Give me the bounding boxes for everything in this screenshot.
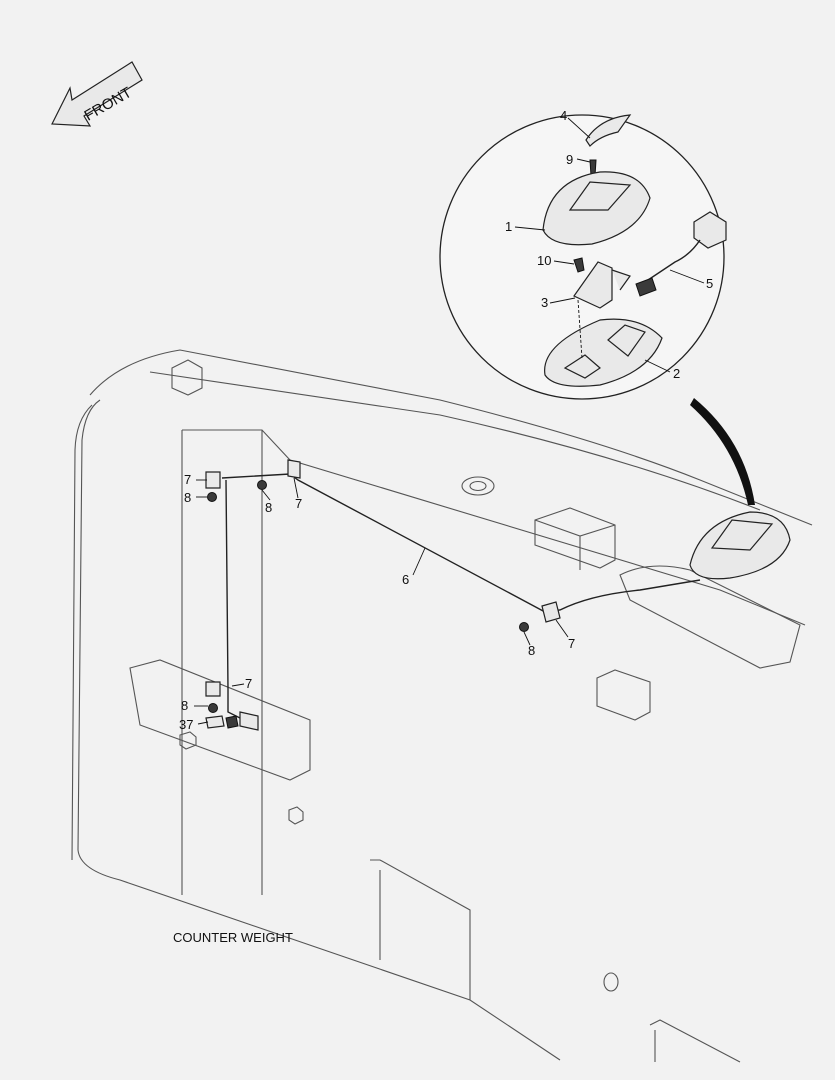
callout-2: 2 bbox=[673, 366, 680, 381]
callout-9: 9 bbox=[566, 152, 573, 167]
part-2-mount-pad bbox=[563, 354, 601, 379]
clamp-7-lower-left bbox=[205, 681, 221, 697]
clamp-7-upper-right bbox=[287, 459, 301, 479]
counter-weight-body bbox=[71, 349, 813, 1063]
callout-7-c: 7 bbox=[568, 636, 575, 651]
part-5-cable bbox=[647, 239, 701, 281]
callout-6: 6 bbox=[402, 572, 409, 587]
counter-weight-caption: COUNTER WEIGHT bbox=[173, 930, 293, 945]
detail-pointer-arrow bbox=[690, 398, 755, 505]
part-5-camera bbox=[693, 211, 727, 249]
harness-6-main-run bbox=[221, 473, 701, 613]
harness-6-connector bbox=[239, 711, 259, 731]
callout-3: 3 bbox=[541, 295, 548, 310]
callout-10: 10 bbox=[537, 253, 551, 268]
front-direction-arrow: FRONT bbox=[51, 61, 143, 127]
part-37-tag bbox=[225, 715, 239, 729]
installed-camera bbox=[689, 511, 791, 580]
callout-5: 5 bbox=[706, 276, 713, 291]
part-5-connector bbox=[635, 277, 657, 297]
nut-8-b bbox=[257, 480, 267, 490]
callout-8-d: 8 bbox=[181, 698, 188, 713]
callout-4: 4 bbox=[560, 108, 567, 123]
nut-8-c bbox=[519, 622, 529, 632]
installed-camera-window bbox=[710, 519, 774, 551]
callout-1: 1 bbox=[505, 219, 512, 234]
nut-8-d bbox=[208, 703, 218, 713]
callout-7-d: 7 bbox=[245, 676, 252, 691]
front-arrow-shape bbox=[51, 61, 143, 127]
part-3-bracket bbox=[573, 261, 613, 309]
part-3-bracket-flange bbox=[611, 269, 631, 291]
callout-8-b: 8 bbox=[265, 500, 272, 515]
part-2-cutout bbox=[607, 324, 646, 357]
harness-6: 7 8 8 7 6 8 7 7 8 37 bbox=[179, 459, 701, 732]
part-37 bbox=[205, 715, 225, 729]
part-1-window bbox=[568, 181, 632, 211]
callout-37: 37 bbox=[179, 717, 193, 732]
part-10-bolt bbox=[573, 257, 585, 273]
harness-6-vertical-run bbox=[225, 479, 241, 719]
callout-8-a: 8 bbox=[184, 490, 191, 505]
callout-8-c: 8 bbox=[528, 643, 535, 658]
nut-8-a bbox=[207, 492, 217, 502]
detail-circle bbox=[439, 114, 725, 400]
callout-7-a: 7 bbox=[184, 472, 191, 487]
callout-7-b: 7 bbox=[295, 496, 302, 511]
part-4-cover-strip bbox=[585, 114, 632, 147]
clamp-7-upper-left bbox=[205, 471, 221, 489]
clamp-7-lower-right bbox=[541, 601, 561, 623]
detail-view: 4 9 1 10 3 5 2 bbox=[439, 108, 755, 505]
